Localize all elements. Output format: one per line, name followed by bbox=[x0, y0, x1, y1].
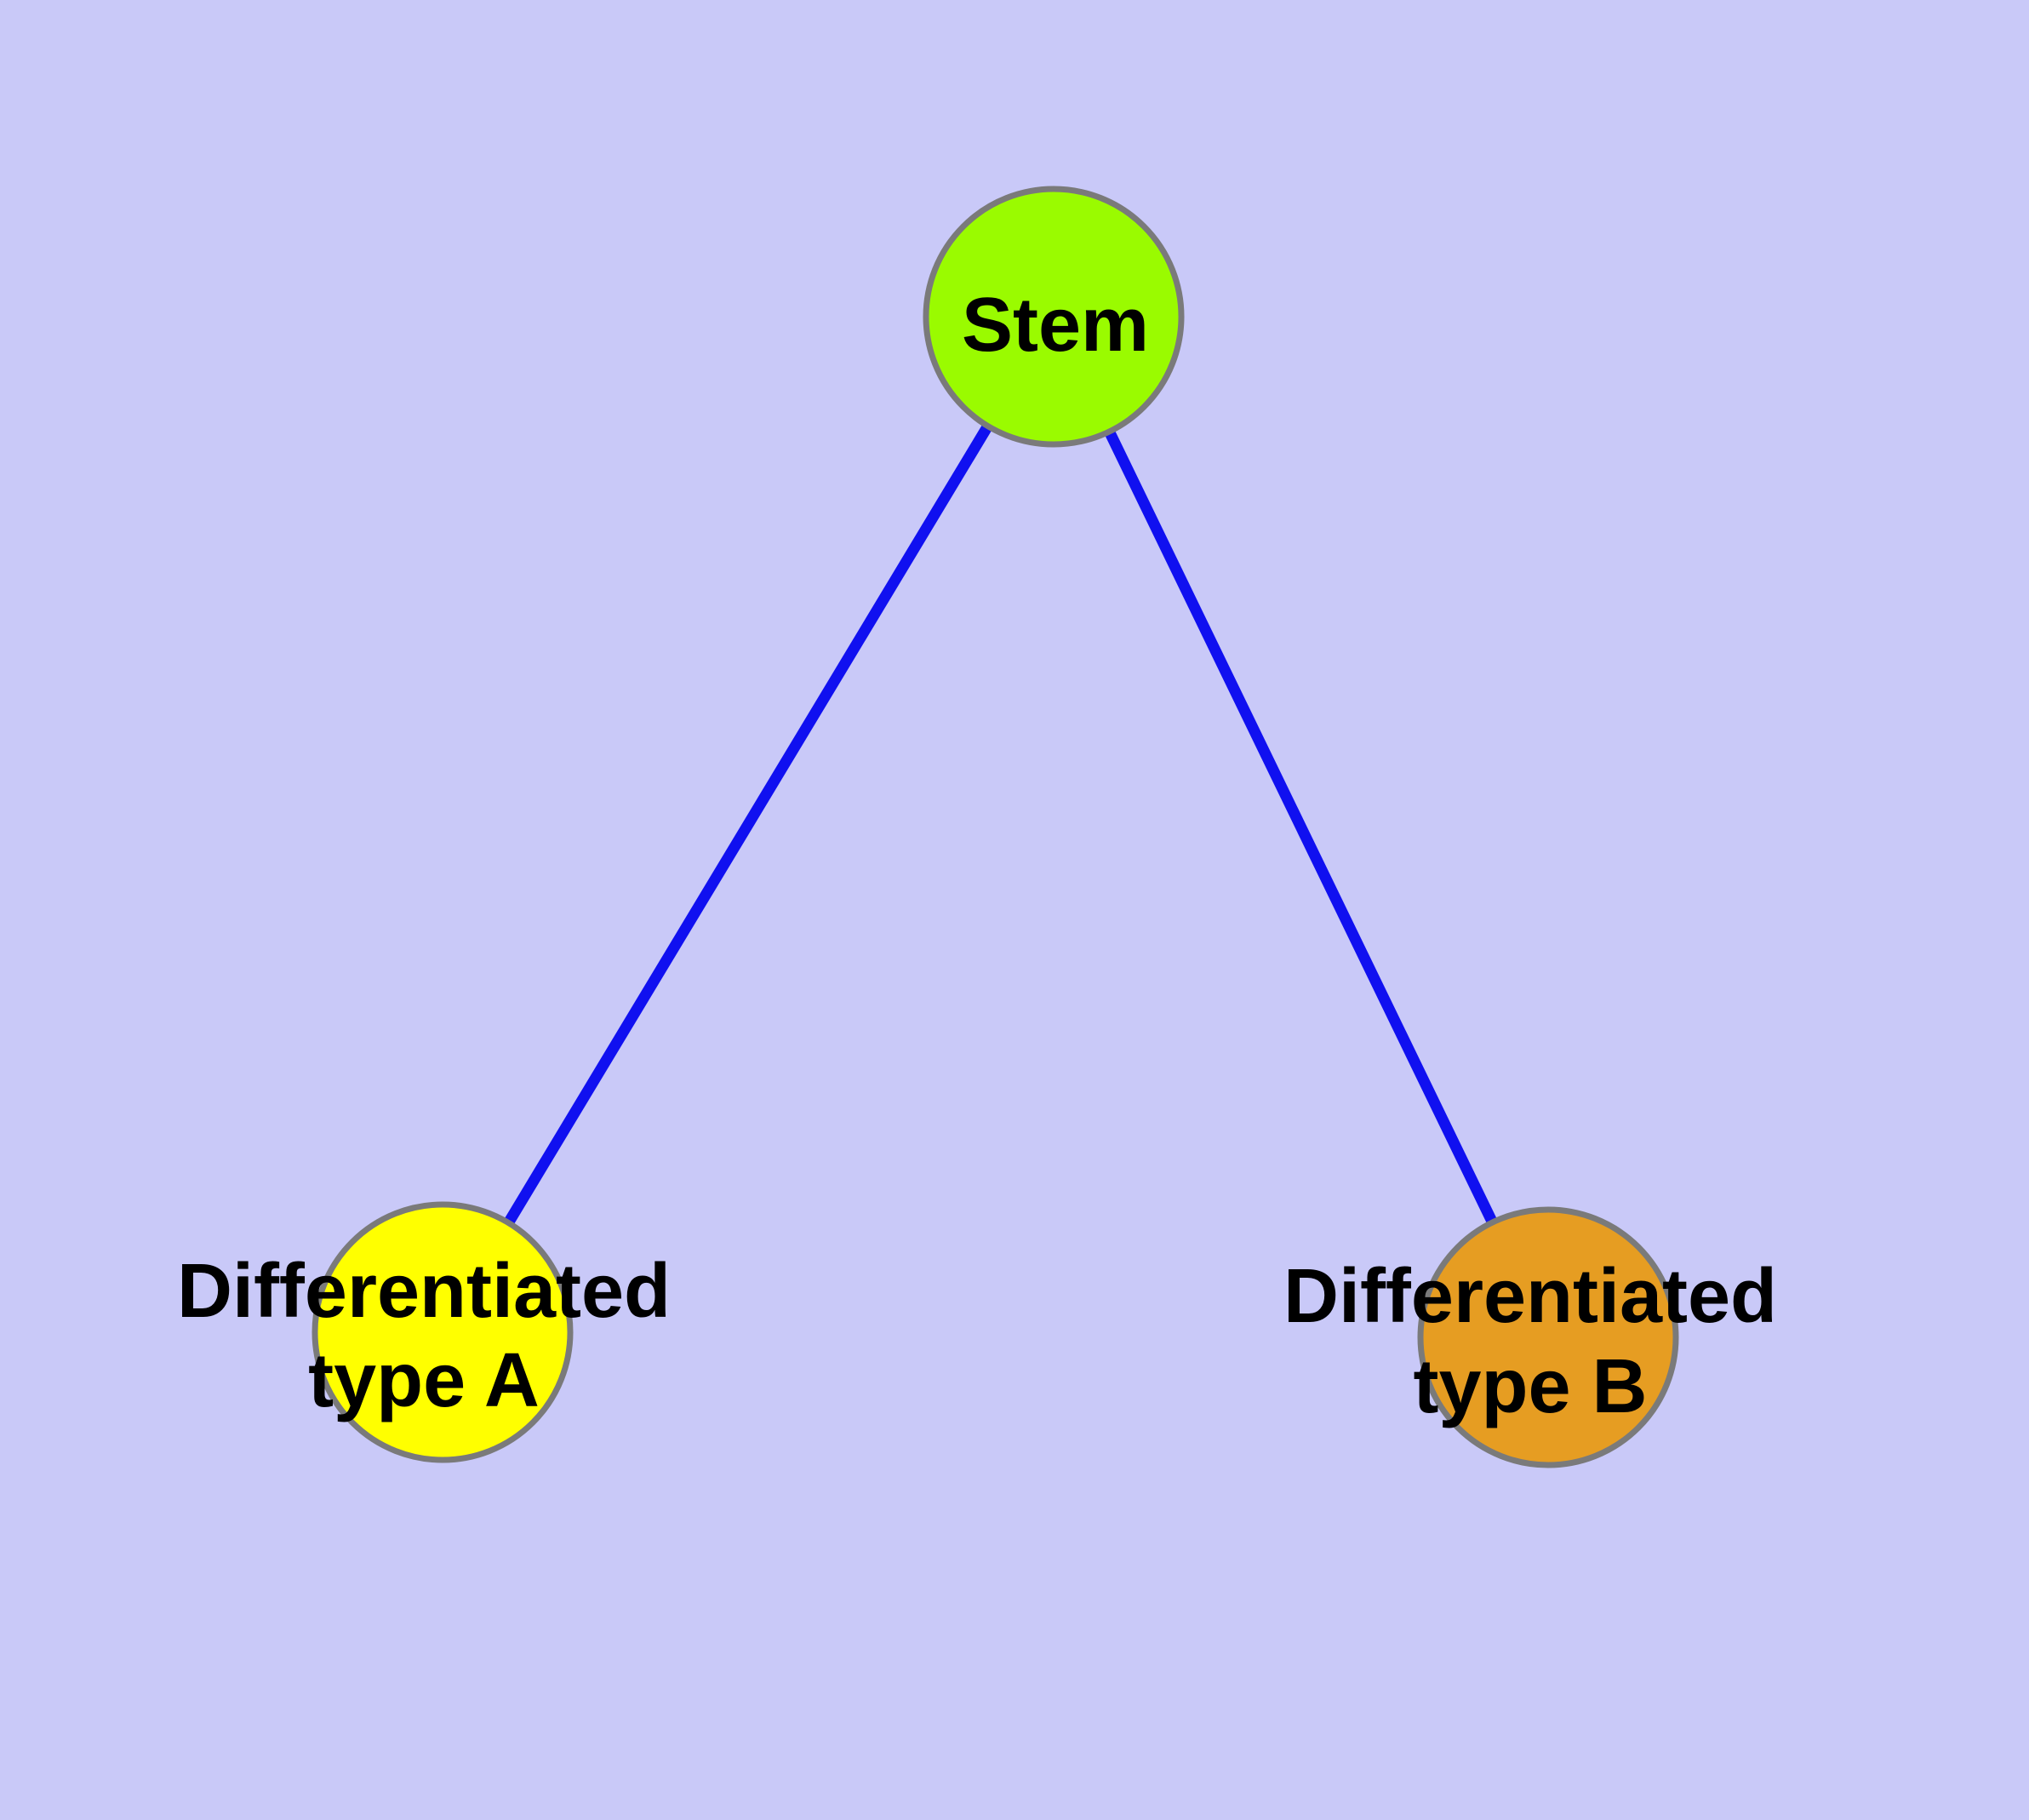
node-type-a-label-line2: type A bbox=[308, 1338, 540, 1423]
edge-stem-to-type-b bbox=[1049, 314, 1553, 1340]
node-stem-circle bbox=[923, 186, 1185, 448]
node-type-b-circle bbox=[1417, 1206, 1679, 1468]
node-stem-label: Stem bbox=[962, 283, 1149, 368]
node-type-a-circle bbox=[311, 1201, 574, 1463]
node-type-b-label-line1: Differentiated bbox=[1283, 1254, 1777, 1339]
edge-stem-to-type-a bbox=[437, 313, 1059, 1336]
node-type-a-label-line1: Differentiated bbox=[177, 1249, 671, 1334]
node-type-b-label-line2: type B bbox=[1413, 1344, 1647, 1429]
